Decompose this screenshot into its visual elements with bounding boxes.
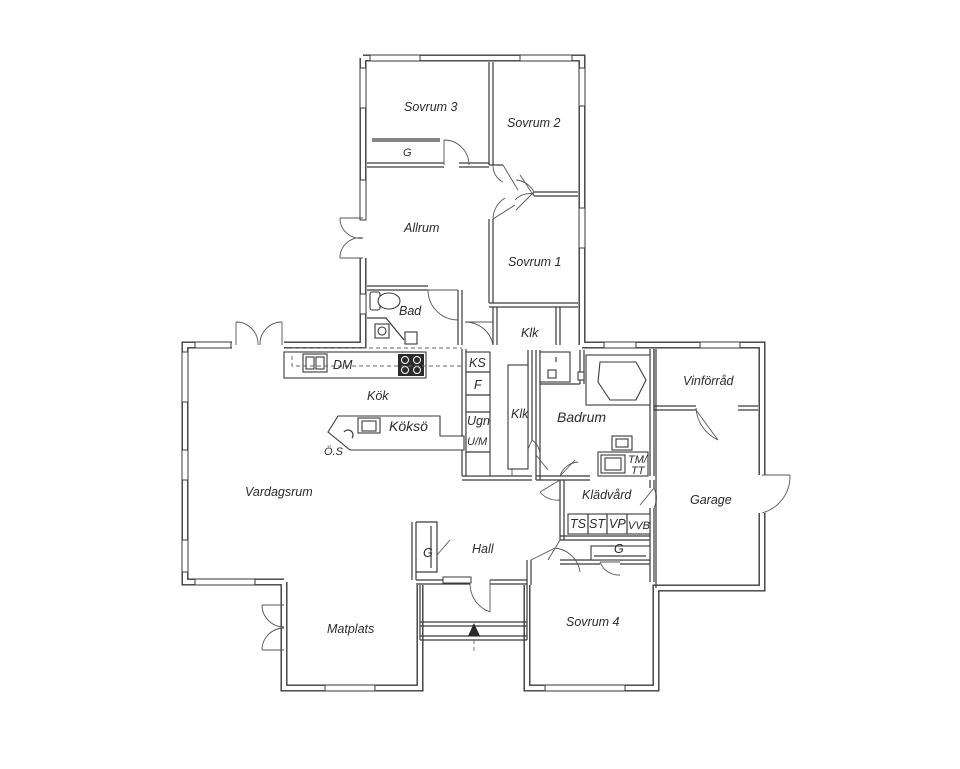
windows [181,54,741,692]
fixture-label-vp: VP [609,517,626,531]
room-label-allrum: Allrum [403,221,439,235]
doors [235,139,791,651]
room-label-sovrum2: Sovrum 2 [507,116,561,130]
room-label-koksö: Köksö [389,418,428,434]
fixture-label-st: ST [589,517,606,531]
fixture-label-ugn: Ugn [467,414,490,428]
fixture-label-os: Ö.S [324,446,344,458]
room-label-sovrum1: Sovrum 1 [508,255,562,269]
fixture-label-tmtt-2: TT [631,465,646,477]
fixture-label-um: U/M [467,436,488,448]
fixture-label-vvb: VVB [628,520,650,532]
room-label-hall: Hall [472,542,495,556]
room-label-klk-mid: Klk [511,407,529,421]
room-label-sovrum4: Sovrum 4 [566,615,620,629]
fixture-label-dm: DM [333,358,353,372]
room-label-kok: Kök [367,389,389,403]
room-label-vinforrad: Vinförråd [683,374,735,388]
room-label-vardagsrum: Vardagsrum [245,485,313,499]
room-label-garage: Garage [690,493,732,507]
room-label-kladvard: Klädvård [582,488,632,502]
room-label-sovrum3: Sovrum 3 [404,100,458,114]
room-label-badrum: Badrum [557,409,606,425]
fixture-label-g-sovrum4: G [614,542,624,556]
fixture-labels: G DM KS F Ugn U/M Ö.S TM/ TT TS ST VP VV… [324,147,650,560]
room-label-klk-top: Klk [521,326,539,340]
room-label-matplats: Matplats [327,622,374,636]
fixture-label-g-sovrum3: G [403,147,412,159]
fixture-label-ks: KS [469,356,486,370]
fixture-label-f: F [474,378,483,392]
fixtures [283,138,657,652]
room-labels: Sovrum 3 Sovrum 2 Allrum Sovrum 1 Bad Kl… [245,100,735,636]
fixture-label-g-hall: G [423,546,433,560]
fixture-label-ts: TS [570,517,587,531]
fixture-label-tmtt-1: TM/ [628,454,648,466]
room-label-bad: Bad [399,304,422,318]
